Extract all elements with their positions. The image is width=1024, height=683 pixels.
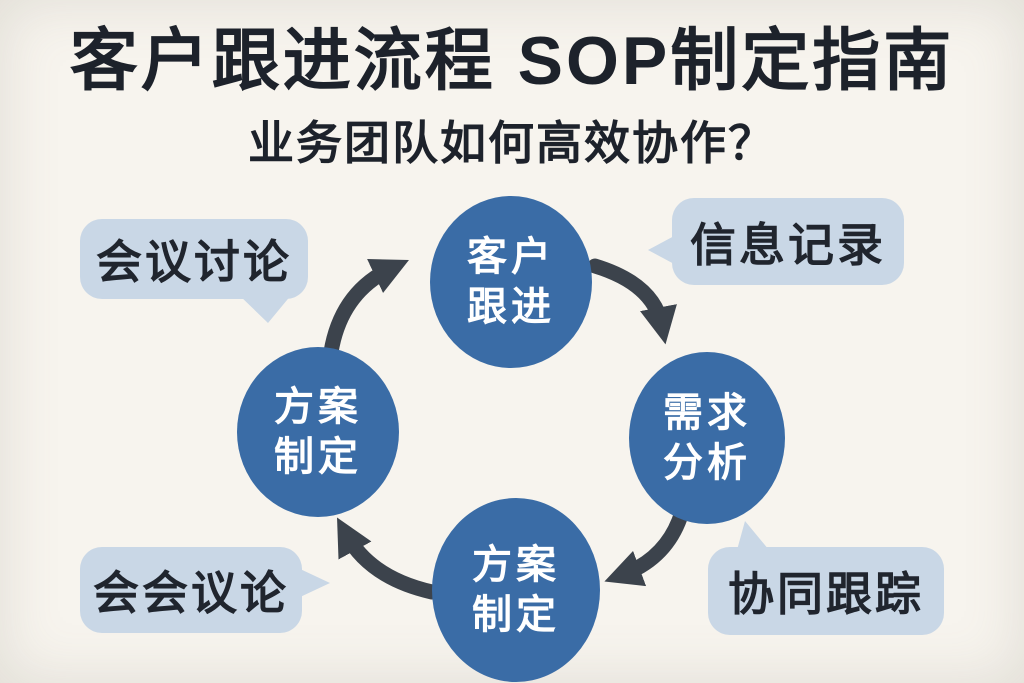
step-label-line1: 方案: [472, 543, 560, 587]
bubble-tail-bottom-right: [737, 521, 769, 550]
step-label-line2: 分析: [663, 441, 751, 485]
callout-meeting-discussion: 会议讨论: [80, 219, 308, 299]
step-label-line1: 需求: [663, 391, 751, 435]
callout-label: 会议讨论: [96, 236, 292, 288]
step-label-line1: 方案: [274, 385, 362, 429]
step-label-line2: 制定: [274, 435, 362, 479]
bubble-tail-top-right: [648, 235, 676, 265]
bubble-tail-top-left: [238, 294, 292, 323]
arrow-left-to-top-icon: [323, 259, 409, 360]
arrow-right-to-bottom-icon: [604, 504, 690, 587]
arrow-top-to-right-icon: [587, 258, 677, 345]
callout-information-record: 信息记录: [672, 198, 904, 285]
callout-collaborative-track: 协同跟踪: [708, 547, 944, 635]
cycle-step-customer-followup: 客户 跟进: [430, 196, 592, 368]
callout-meeting-discussion-2: 会会议论: [80, 547, 302, 633]
callout-label: 协同跟踪: [728, 568, 924, 620]
page-subtitle: 业务团队如何高效协作？: [248, 116, 776, 169]
callout-label: 信息记录: [690, 218, 886, 271]
cycle-step-plan-creation-2: 方案 制定: [237, 347, 399, 517]
step-label-line2: 跟进: [467, 285, 555, 329]
cycle-step-needs-analysis: 需求 分析: [629, 352, 785, 524]
step-label-line1: 客户: [467, 235, 555, 279]
step-label-line2: 制定: [472, 593, 560, 637]
bubble-tail-bottom-left: [298, 568, 330, 598]
page-title: 客户跟进流程 SOP制定指南: [69, 23, 955, 99]
arrow-bottom-to-left-icon: [337, 517, 440, 600]
callout-label: 会会议论: [93, 567, 289, 619]
header: 客户跟进流程 SOP制定指南 业务团队如何高效协作？: [0, 24, 1024, 173]
cycle-step-plan-creation: 方案 制定: [432, 498, 600, 682]
